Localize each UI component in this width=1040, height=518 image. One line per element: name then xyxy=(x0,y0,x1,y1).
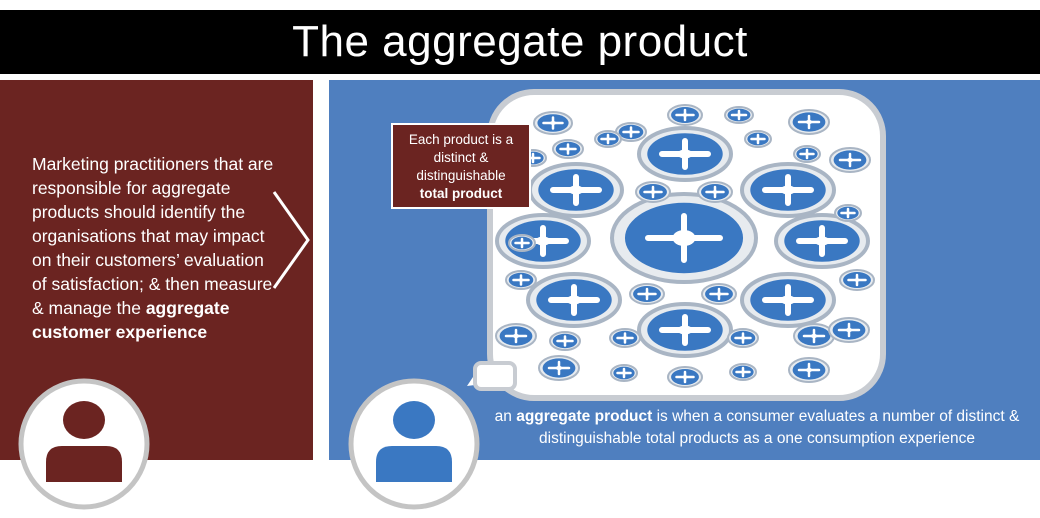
product-circle xyxy=(667,366,703,388)
product-circle xyxy=(788,357,830,383)
product-circle xyxy=(697,181,733,203)
callout-line-1: Each product is a xyxy=(408,132,514,147)
chevron-right-icon xyxy=(272,191,310,289)
product-circle xyxy=(629,283,665,305)
left-description-bold: aggregate customer experience xyxy=(32,298,230,342)
product-circles xyxy=(495,104,875,388)
callout-line-3: distinguishable xyxy=(416,168,506,183)
product-circle xyxy=(549,331,581,351)
product-circle-center xyxy=(610,192,758,284)
product-circle xyxy=(774,213,870,269)
aggregate-caption: an aggregate product is when a consumer … xyxy=(492,406,1022,450)
product-circle xyxy=(839,269,875,291)
product-circle xyxy=(793,323,835,349)
product-circle xyxy=(609,328,641,348)
caption-pre: an xyxy=(494,408,517,425)
title-bar: The aggregate product xyxy=(0,10,1040,74)
product-circle xyxy=(533,111,573,135)
page-title: The aggregate product xyxy=(292,17,748,66)
product-circle xyxy=(729,363,757,381)
product-circle xyxy=(793,145,821,163)
product-circle xyxy=(637,302,733,358)
product-circle xyxy=(552,139,584,159)
callout-line-2: distinct & xyxy=(433,150,489,165)
product-circle xyxy=(724,106,754,124)
left-description: Marketing practitioners that are respons… xyxy=(32,152,282,344)
person-icon-blue xyxy=(348,378,480,510)
product-circle xyxy=(594,130,622,148)
right-panel xyxy=(329,80,1040,460)
product-circle xyxy=(526,272,622,328)
product-circle xyxy=(744,130,772,148)
product-circle xyxy=(829,147,871,173)
product-circle xyxy=(538,355,580,381)
product-circle xyxy=(667,104,703,126)
product-circle xyxy=(701,283,737,305)
product-circle xyxy=(788,109,830,135)
product-circle xyxy=(528,162,624,218)
person-icon-red xyxy=(18,378,150,510)
product-callout: Each product is a distinct & distinguish… xyxy=(391,123,531,209)
product-circle xyxy=(740,272,836,328)
product-circle xyxy=(610,364,638,382)
product-circle xyxy=(635,181,671,203)
product-circle xyxy=(615,122,647,142)
product-circle xyxy=(637,126,733,182)
caption-post: is when a consumer evaluates a number of… xyxy=(539,408,1020,447)
caption-bold: aggregate product xyxy=(516,408,653,425)
product-circle xyxy=(727,328,759,348)
product-circle xyxy=(495,323,537,349)
product-circle xyxy=(495,213,591,269)
thought-bubble-icon xyxy=(473,361,517,391)
product-circle xyxy=(505,270,537,290)
product-circle xyxy=(740,162,836,218)
product-circle xyxy=(508,234,536,252)
product-circle xyxy=(834,204,862,222)
left-description-text: Marketing practitioners that are respons… xyxy=(32,154,274,318)
callout-line-4: total product xyxy=(419,186,503,201)
product-cloud xyxy=(467,89,886,401)
product-circle xyxy=(828,317,870,343)
